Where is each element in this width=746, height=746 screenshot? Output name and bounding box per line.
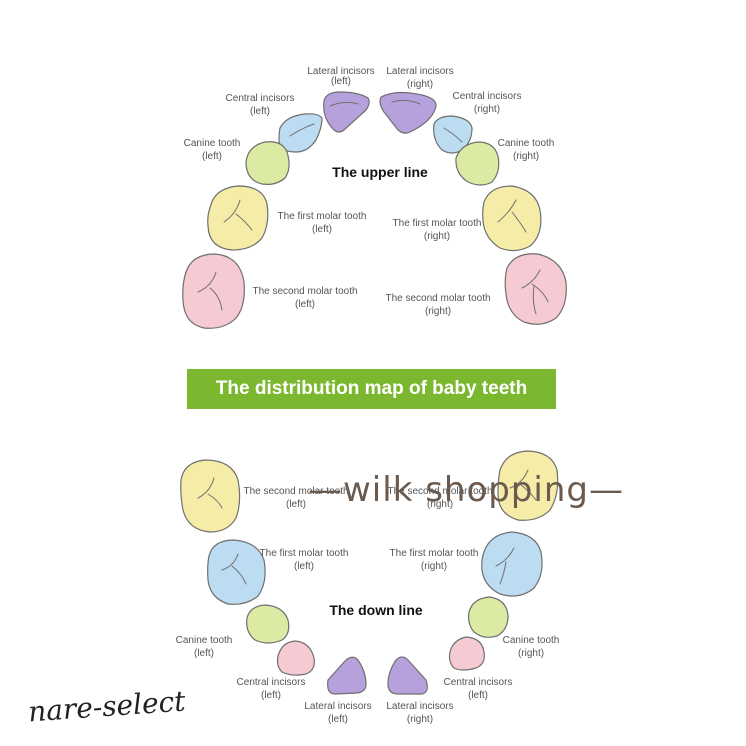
label-upper-central-left: Central incisors(left)	[225, 93, 295, 117]
label-lower-central-left: Central incisors(left)	[236, 677, 306, 701]
upper-second-molar-right	[504, 253, 567, 325]
groove-line	[495, 547, 515, 585]
label-lower-second-molar-right: The second molar tooth(right)	[387, 486, 493, 510]
lower-central-incisor-right	[448, 636, 485, 671]
groove-line	[509, 469, 537, 501]
shop-watermark: —wilk shopping—	[308, 470, 625, 510]
groove-line	[289, 123, 315, 137]
groove-line	[197, 477, 223, 509]
upper-canine-right	[455, 141, 500, 186]
groove-line	[497, 199, 527, 233]
title-banner: The distribution map of baby teeth	[187, 369, 556, 409]
label-upper-first-molar-right: The first molar tooth(right)	[392, 218, 482, 242]
upper-central-incisor-left	[278, 113, 323, 153]
lower-second-molar-right	[497, 450, 559, 521]
label-lower-central-right: Central incisors(left)	[443, 677, 513, 701]
label-lower-canine-right: Canine tooth(right)	[502, 635, 560, 659]
upper-lateral-incisor-left	[323, 91, 370, 133]
lower-lateral-incisor-left	[327, 656, 367, 695]
label-lower-lateral-left: Lateral incisors(left)	[304, 701, 372, 725]
groove-line	[223, 199, 253, 231]
groove-line	[391, 99, 421, 105]
lower-first-molar-right	[481, 531, 543, 597]
groove-line	[329, 101, 359, 107]
lower-first-molar-left	[207, 539, 266, 605]
label-upper-lateral-right: Lateral incisors(right)	[386, 66, 454, 90]
label-lower-canine-left: Canine tooth(left)	[175, 635, 233, 659]
label-upper-canine-left: Canine tooth(left)	[183, 138, 241, 162]
lower-second-molar-left	[180, 459, 241, 533]
label-upper-second-molar-right: The second molar tooth(right)	[385, 293, 491, 317]
label-lower-first-molar-left: The first molar tooth(left)	[259, 548, 349, 572]
lower-canine-left	[246, 604, 290, 644]
down-line-heading: The down line	[329, 602, 423, 618]
groove-line	[221, 553, 247, 585]
groove-line	[197, 271, 223, 311]
lower-central-incisor-left	[276, 640, 315, 676]
groove-line	[443, 127, 463, 143]
tooth-grooves	[197, 99, 549, 585]
upper-first-molar-right	[482, 185, 542, 252]
upper-line-heading: The upper line	[332, 164, 428, 180]
label-upper-first-molar-left: The first molar tooth(left)	[277, 211, 367, 235]
lower-canine-right	[467, 596, 509, 638]
label-lower-lateral-right: Lateral incisors(right)	[386, 701, 454, 725]
upper-first-molar-left	[207, 185, 269, 251]
groove-line	[521, 269, 549, 315]
label-upper-lateral-left: Lateral incisors(left)	[307, 66, 375, 87]
lower-lateral-incisor-right	[387, 656, 428, 695]
label-lower-second-molar-left: The second molar tooth(left)	[243, 486, 349, 510]
label-upper-second-molar-left: The second molar tooth(left)	[252, 286, 358, 310]
label-upper-central-right: Central incisors(right)	[452, 91, 522, 115]
label-upper-canine-right: Canine tooth(right)	[497, 138, 555, 162]
label-lower-first-molar-right: The first molar tooth(right)	[389, 548, 479, 572]
upper-lateral-incisor-right	[379, 91, 437, 134]
upper-canine-left	[245, 141, 290, 185]
